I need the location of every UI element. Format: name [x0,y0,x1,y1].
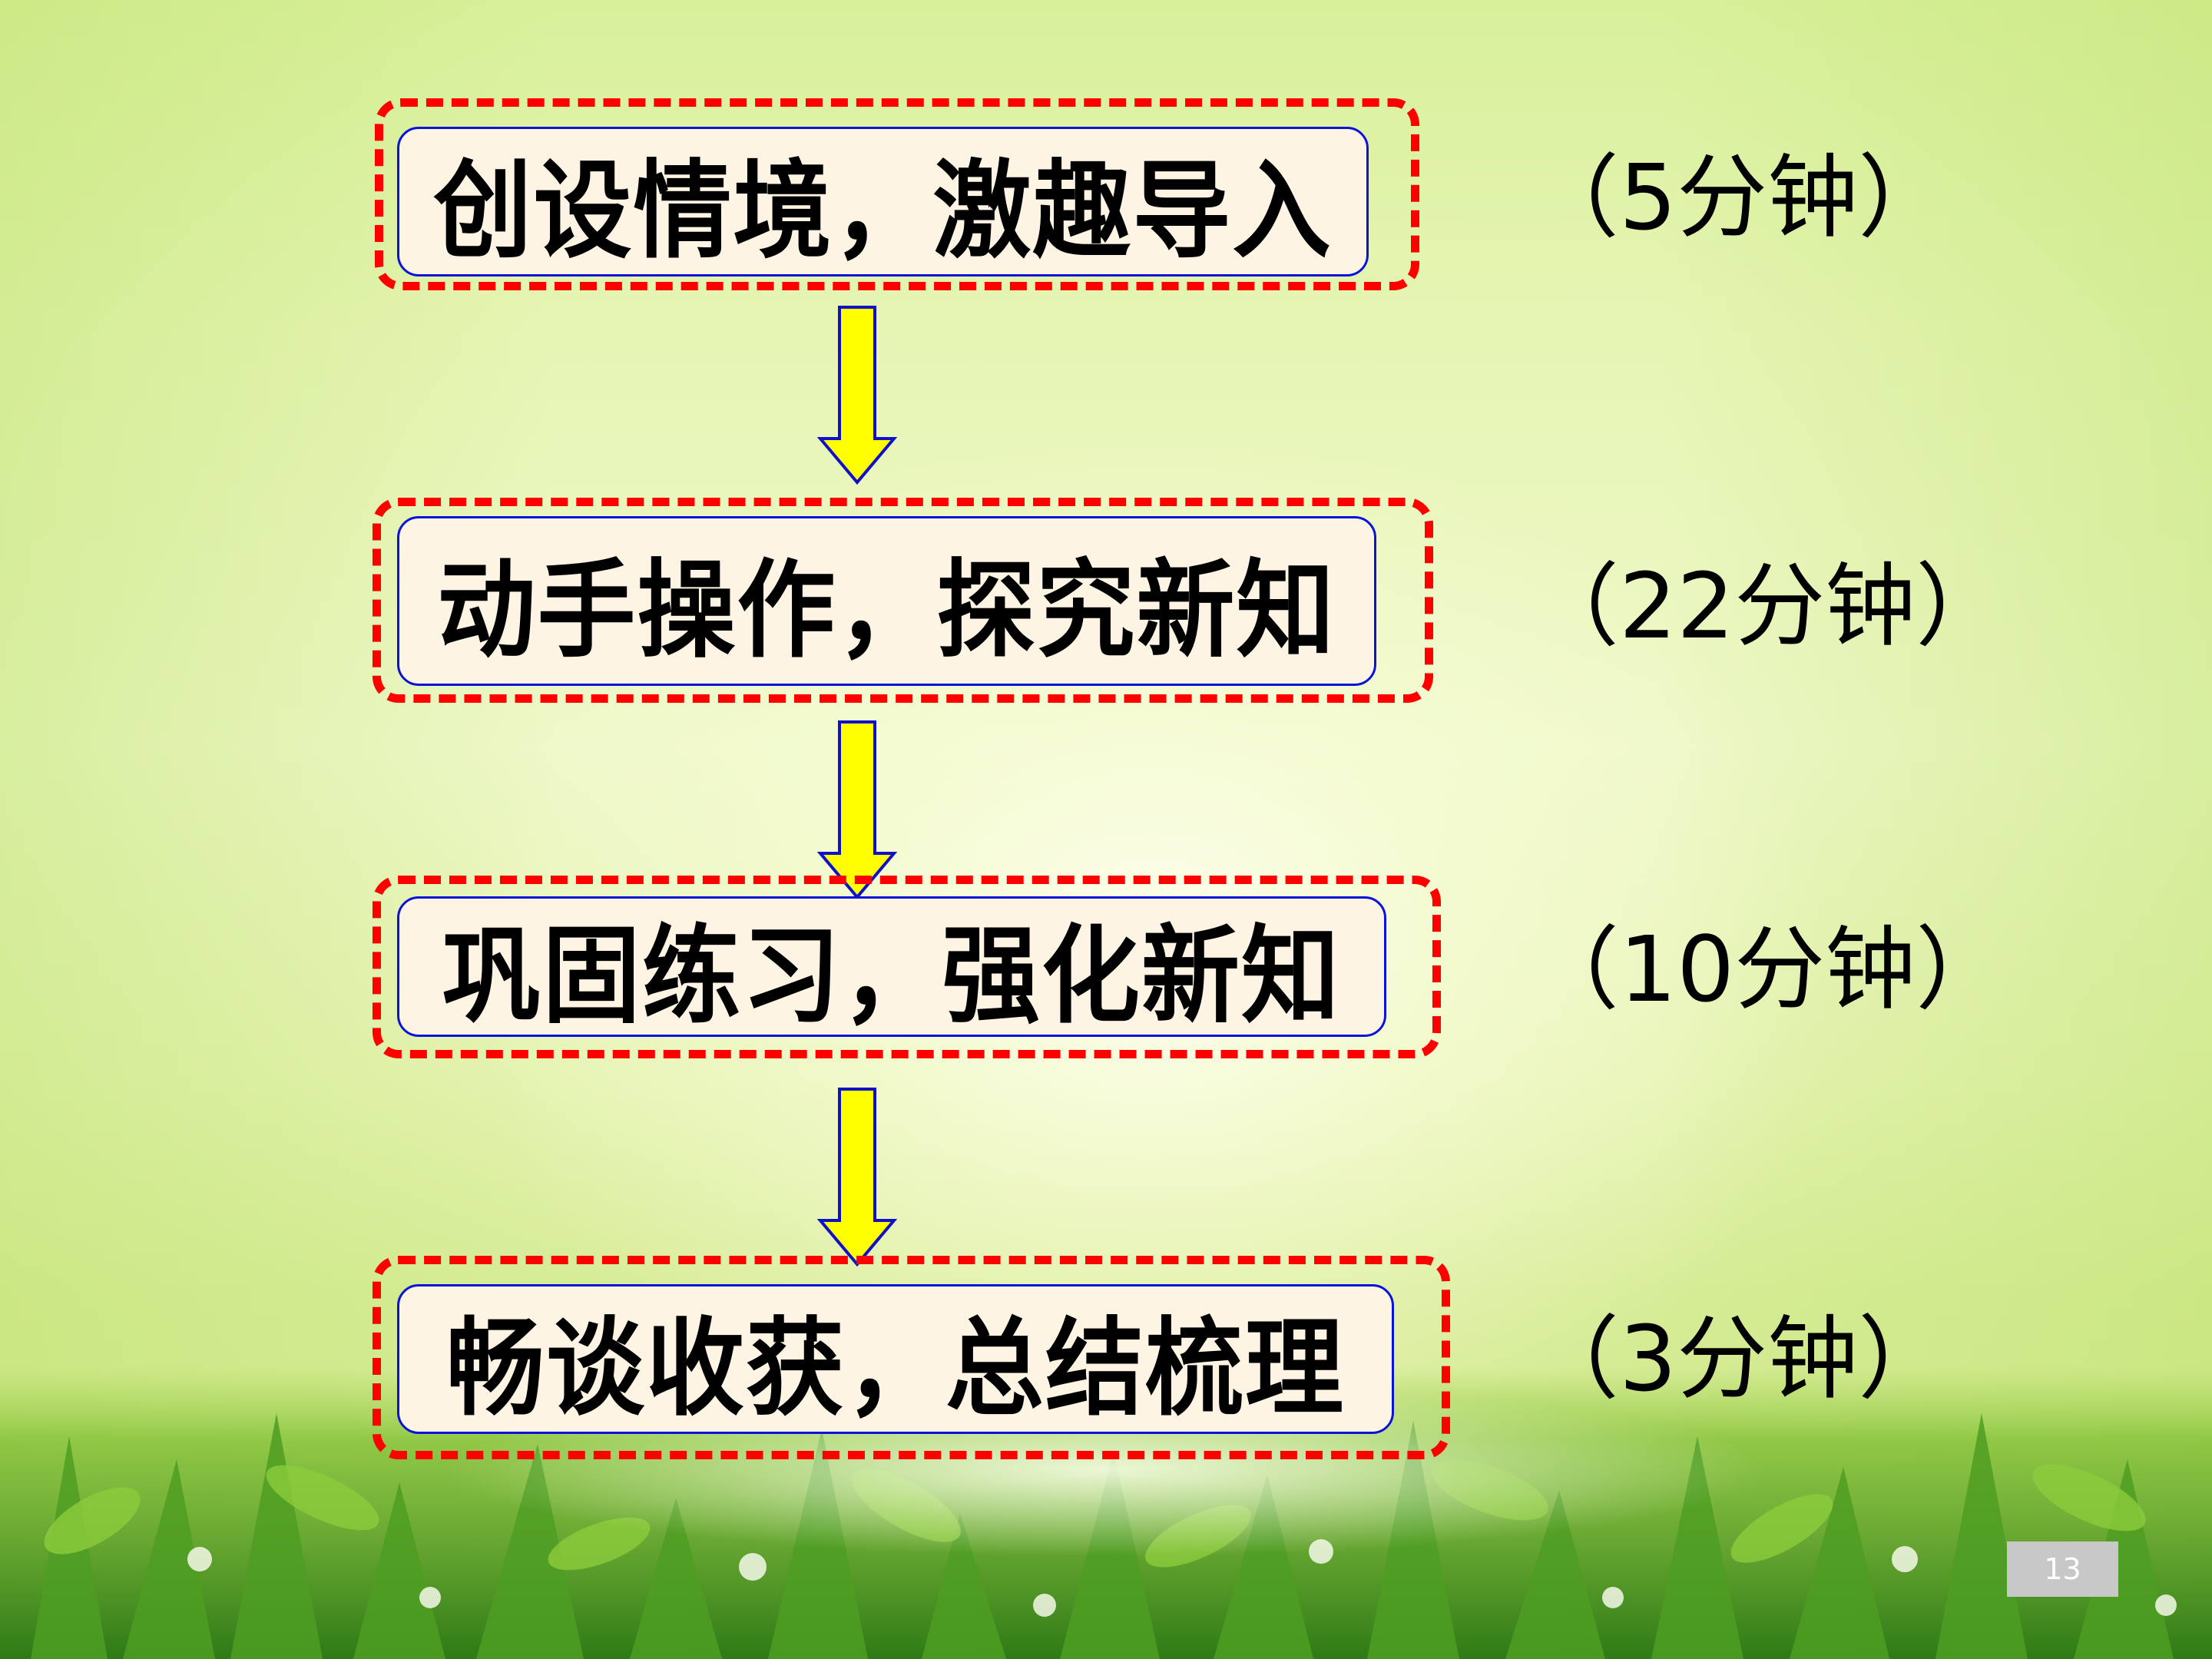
step-frame-3 [373,876,1441,1058]
step-duration: （3分钟） [1528,1306,1949,1412]
step-label: 畅谈收获，总结梳理 [445,1307,1345,1431]
step-label: 创设情境，激趣导入 [433,150,1333,273]
step-box-1: 创设情境，激趣导入 [397,127,1369,276]
down-arrow-icon [816,306,898,485]
step-box-4: 畅谈收获，总结梳理 [397,1284,1394,1434]
step-duration: （22分钟） [1528,553,2007,659]
down-arrow-icon [816,720,898,900]
step-duration: （10分钟） [1528,916,2007,1022]
step-frame-2 [373,498,1433,703]
step-duration: （5分钟） [1528,144,1949,250]
step-label: 动手操作，探究新知 [437,549,1336,673]
page-number-badge: 13 [2007,1541,2118,1597]
step-frame-4 [373,1256,1450,1459]
down-arrow-icon [816,1088,898,1267]
step-box-3: 巩固练习，强化新知 [397,896,1386,1038]
step-box-2: 动手操作，探究新知 [397,516,1376,686]
step-label: 巩固练习，强化新知 [442,915,1341,1038]
step-frame-1 [375,98,1419,290]
